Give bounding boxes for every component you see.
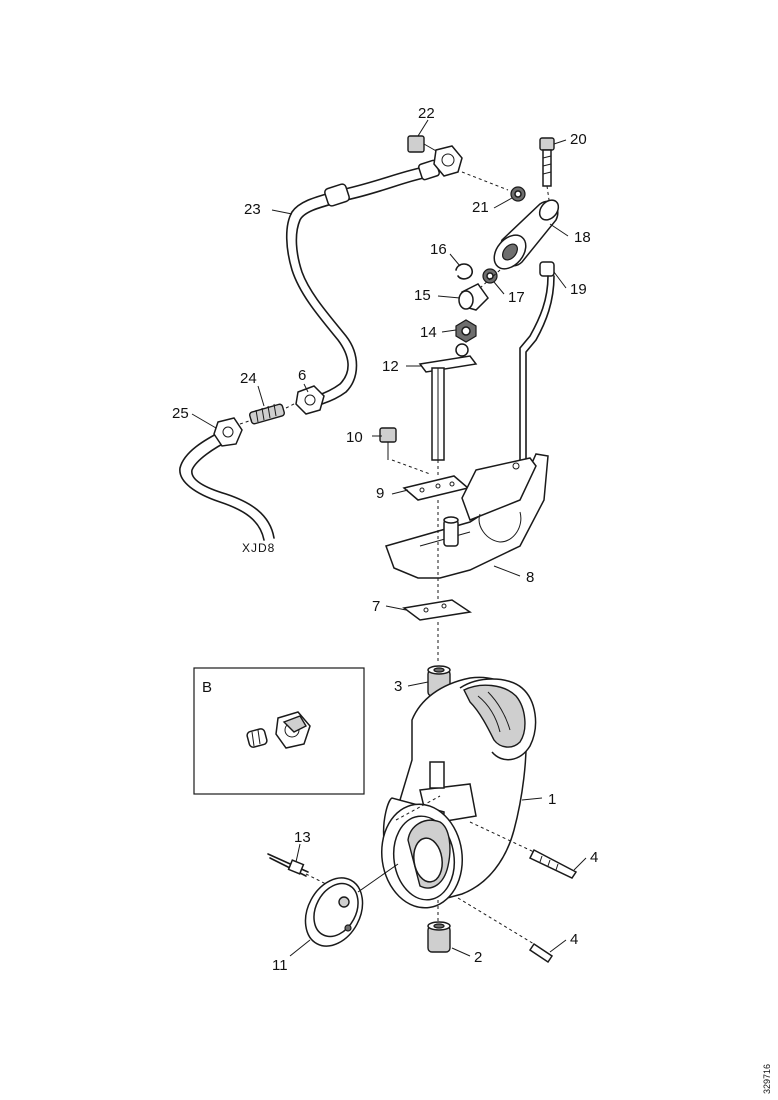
label-13: 13: [294, 829, 311, 846]
label-6: 6: [298, 367, 306, 384]
label-3: 3: [394, 678, 402, 695]
label-4-lower: 4: [570, 931, 578, 948]
clip-16: [455, 263, 473, 280]
leader-lines: [191, 119, 587, 957]
figure-code: 329716: [762, 1064, 772, 1094]
label-19: 19: [570, 281, 587, 298]
label-1: 1: [548, 791, 556, 808]
screw-4-upper: [469, 821, 578, 879]
label-10: 10: [346, 429, 363, 446]
bolt-20: [539, 137, 555, 201]
bolt-10: [379, 427, 431, 475]
label-21: 21: [472, 199, 489, 216]
label-14: 14: [420, 324, 437, 341]
label-24: 24: [240, 370, 257, 387]
label-17: 17: [508, 289, 525, 306]
label-23: 23: [244, 201, 261, 218]
label-22: 22: [418, 105, 435, 122]
label-11: 11: [272, 957, 288, 974]
bushing-3: [427, 665, 451, 760]
oring-17: [482, 268, 498, 284]
adapter-15: [458, 269, 501, 311]
bracket-8: [385, 453, 549, 600]
washer-21: [461, 171, 526, 202]
inset-fitting: [246, 711, 311, 749]
nipple-24: [239, 401, 299, 425]
plate-9: [402, 475, 470, 501]
hose-code-label: XJD8: [242, 541, 275, 555]
bracket-12: [418, 343, 478, 478]
bushing-2: [427, 900, 451, 953]
clamp-19: [519, 261, 555, 461]
label-8: 8: [526, 569, 534, 586]
housing-1: [380, 676, 537, 909]
fitting-22: [407, 135, 463, 177]
part-labels: 22 20 23 21 18 16 19 17 15 14 12 24 6 25…: [172, 105, 772, 1094]
hose-line-23: [285, 159, 441, 405]
plate-7: [402, 599, 473, 664]
clip-13: [267, 853, 331, 887]
fitting-25: [213, 417, 243, 447]
nut-6: [295, 385, 325, 415]
label-4-upper: 4: [590, 849, 598, 866]
screw-4-lower: [457, 897, 554, 964]
nut-14: [455, 319, 477, 343]
label-18: 18: [574, 229, 591, 246]
label-9: 9: [376, 485, 384, 502]
detail-inset-b: [193, 667, 365, 795]
filter-18: [493, 199, 560, 270]
cover-11: [304, 863, 399, 947]
label-16: 16: [430, 241, 447, 258]
label-12: 12: [382, 358, 399, 375]
label-25: 25: [172, 405, 189, 422]
label-7: 7: [372, 598, 380, 615]
label-15: 15: [414, 287, 431, 304]
label-2: 2: [474, 949, 482, 966]
hose-lower: [179, 429, 275, 541]
inset-label-b: B: [202, 679, 212, 696]
label-20: 20: [570, 131, 587, 148]
